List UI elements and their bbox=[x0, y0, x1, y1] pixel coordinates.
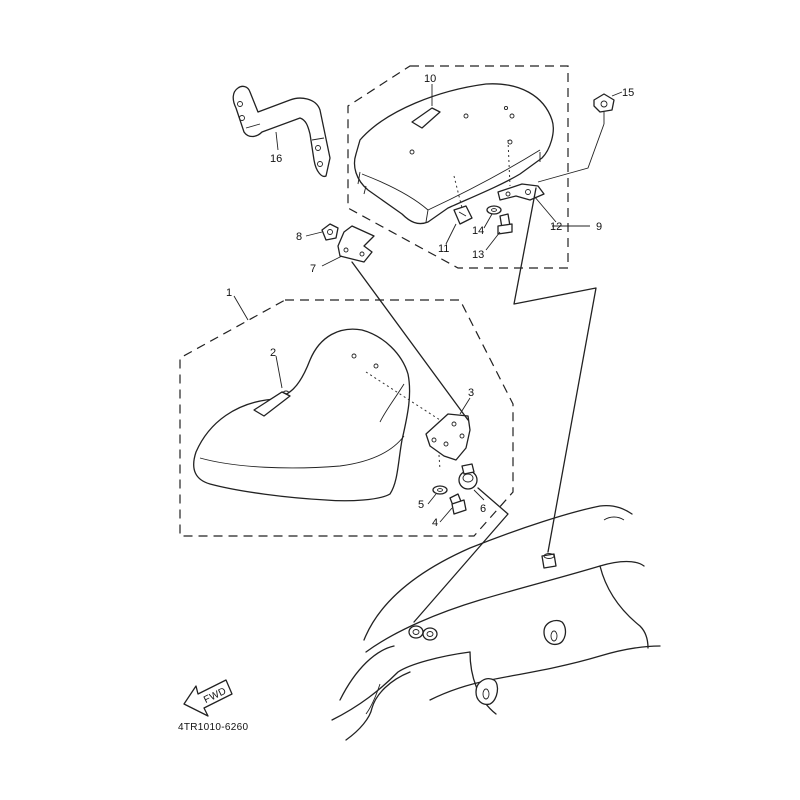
hinge-pin-overlay bbox=[253, 391, 291, 417]
rear-seat-part-10 bbox=[353, 83, 554, 225]
callout-10: 10 bbox=[424, 73, 436, 85]
seat-bracket-part-3 bbox=[425, 413, 471, 461]
frame-bolt-rear bbox=[541, 553, 557, 569]
callout-1: 1 bbox=[226, 287, 232, 299]
bolt-part-8 bbox=[321, 223, 339, 241]
bolt-part-4 bbox=[449, 493, 467, 515]
nut-part-15 bbox=[593, 93, 615, 113]
callout-8: 8 bbox=[296, 231, 302, 243]
callout-11: 11 bbox=[438, 243, 449, 255]
callout-2: 2 bbox=[270, 347, 276, 359]
front-seat-part-1 bbox=[193, 328, 411, 502]
callout-13: 13 bbox=[472, 249, 484, 261]
leader-lines bbox=[233, 84, 623, 523]
rear-seat-group-boundary bbox=[347, 65, 569, 269]
callout-16: 16 bbox=[270, 153, 282, 165]
bolt-part-13 bbox=[497, 213, 513, 235]
grab-bar-part-16 bbox=[232, 85, 331, 178]
frame-bolt-front bbox=[408, 625, 438, 641]
callout-9: 9 bbox=[596, 221, 602, 233]
callout-12: 12 bbox=[550, 221, 562, 233]
fwd-arrow-icon: FWD bbox=[183, 679, 233, 717]
nut-part-11 bbox=[453, 205, 473, 225]
rear-fender-frame bbox=[331, 504, 661, 741]
callout-3: 3 bbox=[468, 387, 474, 399]
washer-part-5 bbox=[432, 485, 448, 495]
callout-5: 5 bbox=[418, 499, 424, 511]
callout-14: 14 bbox=[472, 225, 484, 237]
callout-6: 6 bbox=[480, 503, 486, 515]
hinge-bracket-part-7 bbox=[337, 225, 375, 263]
washer-part-14 bbox=[486, 205, 502, 215]
damper-part-6 bbox=[458, 463, 478, 490]
front-seat-group-boundary bbox=[179, 299, 514, 537]
diagram-code: 4TR1010-6260 bbox=[178, 722, 248, 733]
callout-15: 15 bbox=[622, 87, 634, 99]
bracket-part-12 bbox=[497, 183, 545, 201]
callout-7: 7 bbox=[310, 263, 316, 275]
callout-4: 4 bbox=[432, 517, 438, 529]
